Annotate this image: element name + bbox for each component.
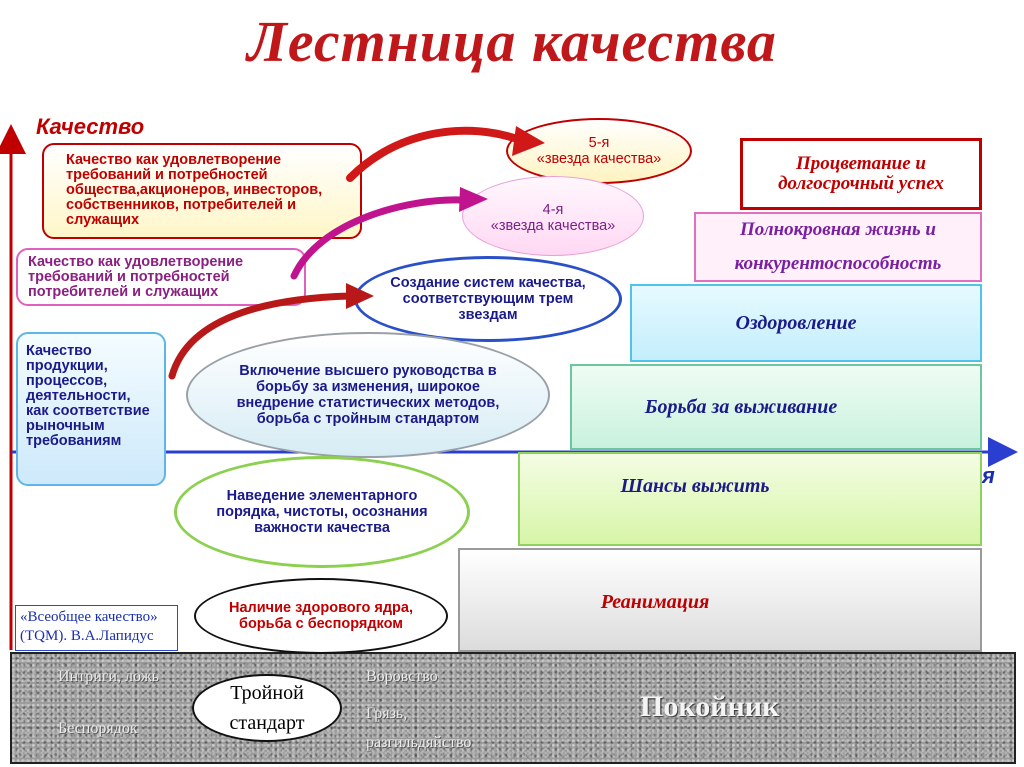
ground-dirt: Грязь, [366,705,408,722]
stair-chances: Шансы выжить [518,452,982,546]
quality-box-society: Качество как удовлетворение требований и… [42,143,362,239]
oval-top-management: Включение высшего руководства в борьбу з… [186,332,550,458]
reference-box: «Всеобщее качество» (TQM). В.А.Лапидус [15,605,178,651]
arrow-to-systems-head [346,283,374,309]
stair-full-life-label-2: конкурентоспособность [734,253,942,274]
oval-quality-systems-text: Создание систем качества, соответствующи… [390,275,586,323]
oval-quality-systems: Создание систем качества, соответствующи… [354,256,622,342]
reference-line1: «Всеобщее качество» [20,609,158,625]
stair-recovery: Оздоровление [630,284,982,362]
star-5-line1: 5-я [588,135,610,151]
arrow-to-star-5 [346,126,524,182]
arrow-to-star-5-head [512,126,545,156]
oval-healthy-core-text: Наличие здорового ядра, борьба с беспоря… [229,600,413,632]
stair-reanimation-label: Реанимация [600,590,710,613]
star-4-line1: 4-я [542,202,564,218]
stair-prosperity: Процветание и долгосрочный успех [740,138,982,210]
oval-top-management-text: Включение высшего руководства в борьбу з… [236,363,500,427]
star-4-line2: «звезда качества» [490,218,616,234]
star-5-line2: «звезда качества» [536,151,662,167]
star-5-oval: 5-я «звезда качества» [506,118,692,184]
stair-prosperity-label: Процветание и долгосрочный успех [778,153,944,194]
arrow-to-star-4-head [459,187,488,212]
ground-theft: Воровство [366,668,438,685]
reference-line2: (TQM). В.А.Лапидус [20,628,154,644]
stair-recovery-label: Оздоровление [735,311,857,334]
oval-order-text: Наведение элементарного порядка, чистоты… [216,488,428,536]
triple-standard-line1: Тройной [230,682,304,704]
ground-intrigues: Интриги, ложь [58,668,159,685]
arrow-to-systems [168,292,354,380]
triple-standard-line2: стандарт [229,712,305,734]
stair-full-life-label-1: Полнокровная жизнь и [740,219,936,240]
page-title: Лестница качества [247,9,777,74]
oval-order: Наведение элементарного порядка, чистоты… [174,456,470,568]
triple-standard-oval: Тройной стандарт [192,674,342,742]
star-4-oval: 4-я «звезда качества» [462,176,644,256]
ground-sloppiness: разгильдяйство [366,734,472,751]
quality-box-consumers-text: Качество как удовлетворение требований и… [28,254,244,300]
quality-box-product: Качество продукции, процессов, деятельно… [16,332,166,486]
oval-healthy-core: Наличие здорового ядра, борьба с беспоря… [194,578,448,654]
stair-survival: Борьба за выживание [570,364,982,450]
stair-full-life: Полнокровная жизнь и конкурентоспособнос… [694,212,982,282]
stair-chances-label: Шансы выжить [620,474,770,497]
ground-deceased [10,652,1016,764]
stair-reanimation: Реанимация [458,548,982,652]
ground-deceased-label: Покойник [640,690,780,723]
quality-box-consumers: Качество как удовлетворение требований и… [16,248,306,306]
quality-box-society-text: Качество как удовлетворение требований и… [66,152,323,228]
y-axis-label: Качество [36,114,145,139]
ground-disorder: Беспорядок [58,720,138,737]
arrow-to-star-4 [290,196,466,280]
stair-survival-label: Борьба за выживание [644,395,838,418]
quality-box-product-text: Качество продукции, процессов, деятельно… [26,343,150,449]
